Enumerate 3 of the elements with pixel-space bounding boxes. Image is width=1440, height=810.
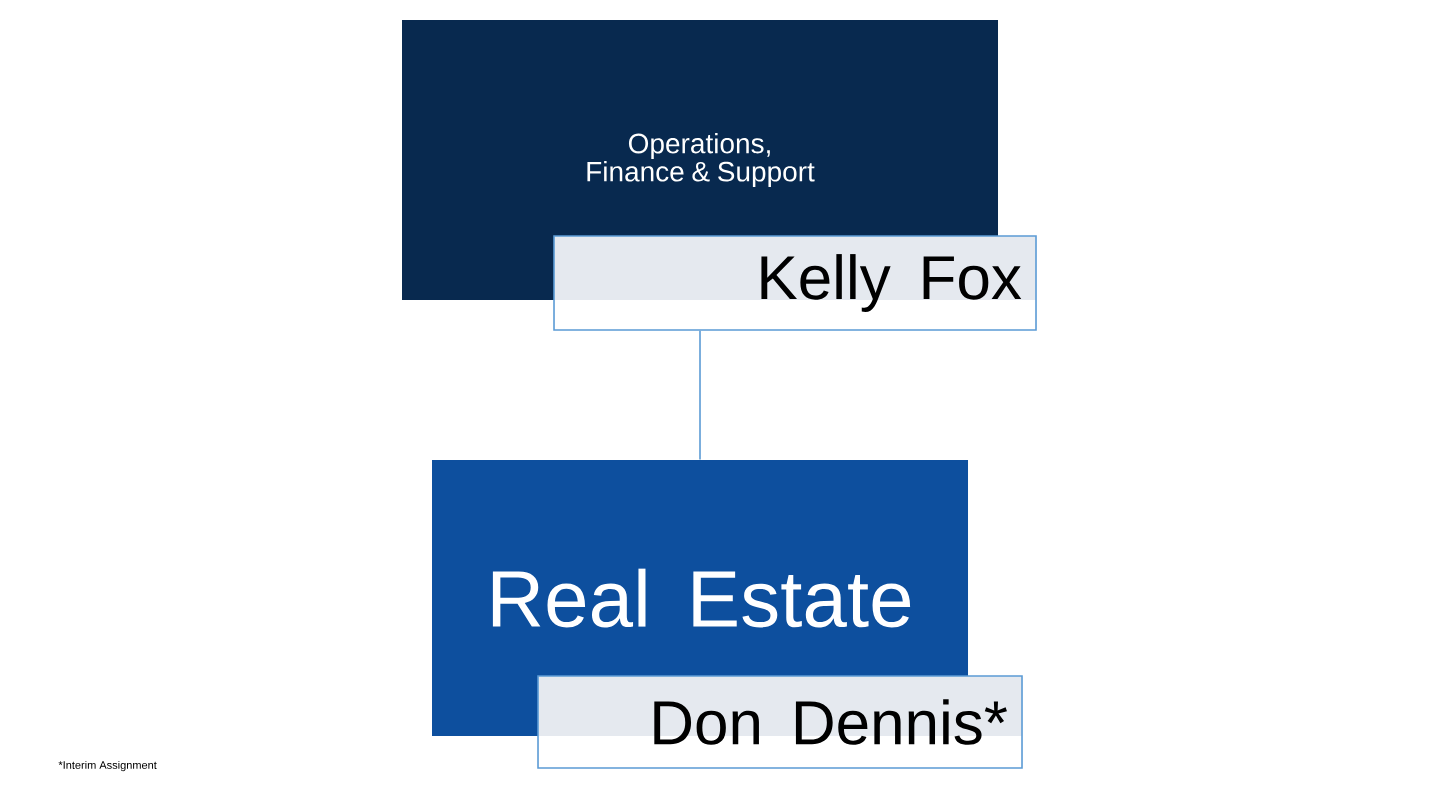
name-box: Kelly Fox [553,235,1037,331]
connector-line [699,330,701,461]
name-box: Don Dennis* [537,675,1023,769]
